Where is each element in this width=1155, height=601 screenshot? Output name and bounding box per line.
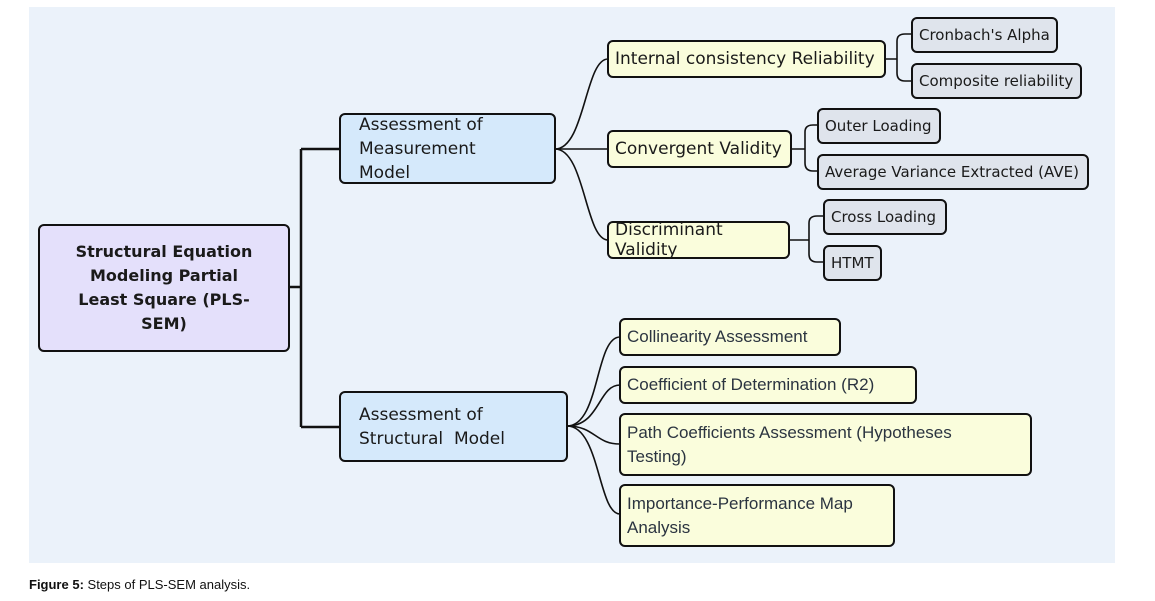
figure-caption: Figure 5: Steps of PLS-SEM analysis. [29,577,250,592]
node-convergent-validity-label: Convergent Validity [615,139,782,159]
node-importance-performance-map[interactable]: Importance-Performance Map Analysis [619,484,895,547]
leaf-outer-loading[interactable]: Outer Loading [817,108,941,144]
branch-structural-model[interactable]: Assessment of Structural Model [339,391,568,462]
connector-cv [791,124,818,172]
node-convergent-validity[interactable]: Convergent Validity [607,130,792,168]
connector-structural-1 [566,336,621,427]
leaf-cronbachs-alpha-label: Cronbach's Alpha [919,26,1050,44]
leaf-ave-label: Average Variance Extracted (AVE) [825,163,1079,181]
leaf-composite-reliability-label: Composite reliability [919,72,1074,90]
connector-structural-3 [566,425,621,445]
branch-structural-model-label: Assessment of Structural Model [359,404,505,449]
node-collinearity-assessment[interactable]: Collinearity Assessment [619,318,841,356]
node-importance-performance-map-label: Importance-Performance Map Analysis [627,493,853,537]
connector-measurement-1 [554,58,609,150]
connector-icr [885,33,912,82]
leaf-htmt[interactable]: HTMT [823,245,882,281]
leaf-ave[interactable]: Average Variance Extracted (AVE) [817,154,1089,190]
root-node[interactable]: Structural Equation Modeling Partial Lea… [38,224,290,352]
node-coefficient-of-determination-label: Coefficient of Determination (R2) [627,375,875,394]
node-path-coefficients-assessment-label: Path Coefficients Assessment (Hypotheses… [627,422,952,466]
node-discriminant-validity[interactable]: Discriminant Validity [607,220,790,260]
leaf-htmt-label: HTMT [831,254,874,272]
connector-root-trunk [289,147,340,429]
connector-dv [789,215,824,263]
node-path-coefficients-assessment[interactable]: Path Coefficients Assessment (Hypotheses… [619,413,1032,476]
figure-caption-text: Steps of PLS-SEM analysis. [83,577,251,592]
connector-structural-2 [566,384,621,427]
leaf-cronbachs-alpha[interactable]: Cronbach's Alpha [911,17,1058,53]
branch-measurement-model-label: Assessment of Measurement Model [359,114,483,183]
node-collinearity-assessment-label: Collinearity Assessment [627,327,808,346]
leaf-cross-loading[interactable]: Cross Loading [823,199,947,235]
root-node-label: Structural Equation Modeling Partial Lea… [75,242,253,333]
node-discriminant-validity-label: Discriminant Validity [615,220,723,260]
branch-measurement-model[interactable]: Assessment of Measurement Model [339,113,556,184]
connector-measurement-3 [554,148,609,241]
leaf-outer-loading-label: Outer Loading [825,117,932,135]
node-internal-consistency-reliability-label: Internal consistency Reliability [615,49,875,69]
figure-caption-prefix: Figure 5: [29,577,84,592]
leaf-composite-reliability[interactable]: Composite reliability [911,63,1082,99]
leaf-cross-loading-label: Cross Loading [831,208,937,226]
node-coefficient-of-determination[interactable]: Coefficient of Determination (R2) [619,366,917,404]
node-internal-consistency-reliability[interactable]: Internal consistency Reliability [607,40,886,78]
connector-structural-4 [566,425,621,515]
